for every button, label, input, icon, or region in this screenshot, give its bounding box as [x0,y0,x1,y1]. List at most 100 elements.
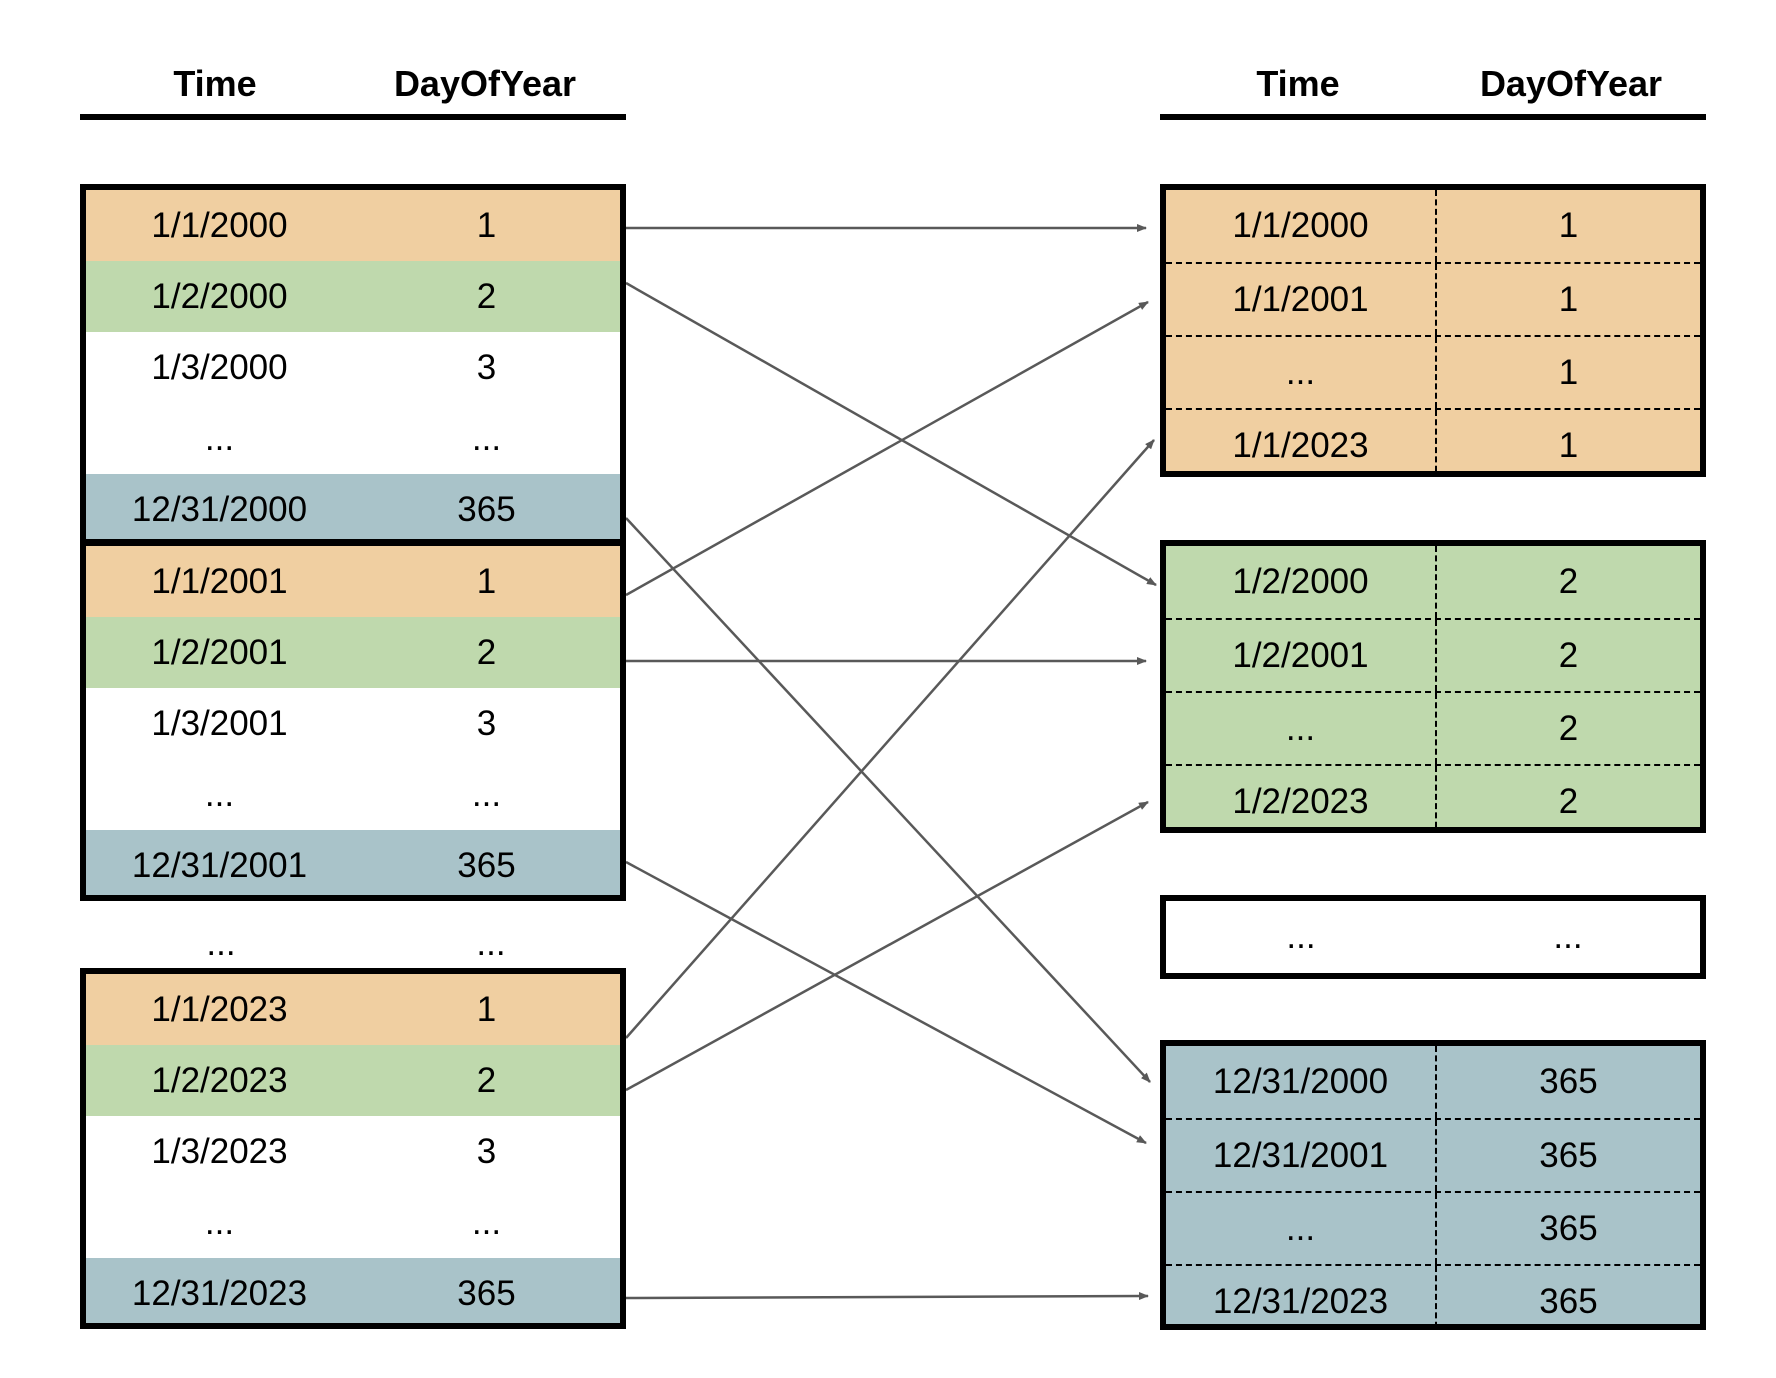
arrow-1-1-2001 [625,300,1149,597]
time-cell: 1/3/2001 [151,703,288,743]
table-row: 1/1/2001 1 [86,546,620,617]
day-cell: 1 [1558,206,1579,245]
day-cell: 1 [1558,352,1579,392]
table-row: 12/31/2023 365 [1166,1264,1700,1324]
table-row: 1/1/2023 1 [86,974,620,1045]
time-cell: 12/31/2023 [131,1273,308,1313]
day-cell: 3 [476,1131,497,1171]
right-group-ellipsis: ...... [1160,895,1706,979]
day-cell: 2 [1558,635,1579,675]
time-cell: 1/1/2023 [1166,410,1437,471]
table-row: ... 1 [1166,335,1700,408]
time-cell: 1/3/2000 [151,347,288,387]
day-cell: 365 [1539,1135,1598,1175]
left-time-header: Time [173,63,257,104]
time-cell: 1/1/2023 [151,989,288,1029]
day-cell: ... [471,774,502,814]
time-cell: 1/1/2000 [151,205,288,245]
arrow-12-31-2023 [625,1292,1149,1301]
day-cell: 365 [1539,1062,1598,1101]
day-cell: 365 [457,489,516,529]
time-cell: 12/31/2000 [131,489,308,529]
time-cell: 1/1/2001 [151,561,288,601]
table-row: 1/3/2000 3 [86,332,620,403]
day-cell: 2 [1558,708,1579,748]
right-time-header: Time [1256,63,1340,104]
day-cell: ... [476,923,506,963]
time-cell: ... [204,1202,235,1242]
arrow-1-2-2023 [625,800,1149,1092]
day-cell: 1 [476,561,497,601]
day-cell: 1 [476,989,497,1029]
table-row: 1/2/2001 2 [86,617,620,688]
table-row: ...... [86,403,620,474]
table-row: 12/31/2001 365 [1166,1118,1700,1191]
day-cell: 2 [476,276,497,316]
time-cell: 1/1/2000 [1166,190,1437,262]
time-cell: ... [1286,917,1316,956]
day-cell: ... [1553,917,1583,956]
right-dayofyear-header: DayOfYear [1479,63,1663,104]
day-cell: 365 [457,1273,516,1313]
time-cell: 1/2/2001 [151,632,288,672]
day-cell: 3 [476,347,497,387]
table-row: 1/1/2000 1 [86,190,620,261]
time-cell: ... [204,418,235,458]
time-cell: 12/31/2023 [1166,1266,1437,1324]
day-cell: 2 [1558,562,1579,601]
day-cell: 2 [1558,781,1579,821]
time-cell: ... [1166,693,1437,764]
left-dayofyear-header: DayOfYear [393,63,577,104]
day-cell: ... [471,1202,502,1242]
day-cell: 365 [1539,1208,1598,1248]
right-group-day-365: 12/31/2000 365 12/31/2001 365 ... 365 12/31… [1160,1040,1706,1330]
day-cell: ... [471,418,502,458]
time-cell: 12/31/2001 [1166,1120,1437,1191]
table-row: 1/1/2023 1 [1166,408,1700,471]
arrow-12-31-2000 [625,517,1151,1083]
day-cell: 1 [476,205,497,245]
table-row: 12/31/2000 365 [1166,1046,1700,1118]
time-cell: 1/3/2023 [151,1131,288,1171]
right-header-rule [1160,114,1706,120]
left-header-rule [80,114,626,120]
day-cell: 2 [476,632,497,672]
table-row: 1/2/2000 2 [1166,546,1700,618]
table-row: 1/1/2001 1 [1166,262,1700,335]
left-gap-row: ... ... [86,908,626,979]
arrow-12-31-2001 [625,860,1147,1145]
time-cell: ... [1166,1193,1437,1264]
time-cell: 1/2/2023 [1166,766,1437,827]
table-row: 12/31/2000 365 [86,474,620,539]
arrow-1-2-2000 [625,281,1157,587]
time-cell: 1/2/2000 [1166,546,1437,618]
table-row: 1/3/2001 3 [86,688,620,759]
table-row: 12/31/2023 365 [86,1258,620,1323]
day-cell: 365 [457,845,516,885]
time-cell: ... [206,923,236,963]
day-cell: 1 [1558,279,1579,319]
table-row: 1/3/2023 3 [86,1116,620,1187]
time-cell: ... [1166,337,1437,408]
right-group-day-1: 1/1/2000 1 1/1/2001 1 ... 1 1/1/2023 1 [1160,184,1706,477]
day-cell: 2 [476,1060,497,1100]
table-row: ...... [86,1187,620,1258]
table-row: ... 2 [1166,691,1700,764]
day-cell: 365 [1539,1281,1598,1321]
day-cell: 3 [476,703,497,743]
table-row: ...... [1166,901,1700,973]
day-cell: 1 [1558,425,1579,465]
time-cell: 12/31/2000 [1166,1046,1437,1118]
table-row: 1/2/2023 2 [1166,764,1700,827]
time-cell: ... [204,774,235,814]
time-cell: 1/1/2001 [1166,264,1437,335]
table-row: ... 365 [1166,1191,1700,1264]
